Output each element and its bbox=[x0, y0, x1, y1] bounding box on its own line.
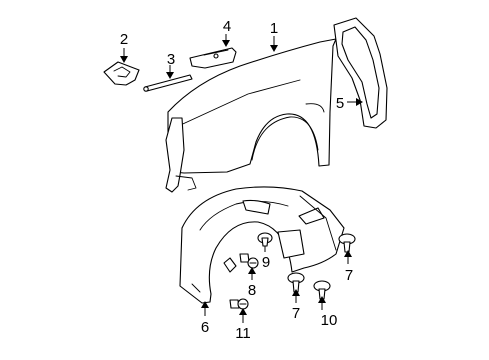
part-6-wheelhouse-liner bbox=[179, 186, 345, 304]
part-9-push-pin bbox=[257, 232, 273, 252]
callout-7-bottom: 7 bbox=[292, 305, 300, 322]
part-4-mounting-bracket bbox=[189, 47, 237, 69]
part-10-retainer bbox=[313, 280, 331, 300]
callout-11: 11 bbox=[235, 325, 251, 342]
leader-lines bbox=[120, 34, 363, 323]
part-7-retainer-right bbox=[338, 233, 356, 253]
part-3-rod bbox=[143, 74, 193, 92]
part-2-bracket-clip bbox=[103, 61, 140, 86]
callout-4: 4 bbox=[223, 18, 231, 35]
part-1-fender bbox=[165, 38, 337, 193]
callout-1: 1 bbox=[270, 20, 278, 37]
part-8-bolt bbox=[239, 253, 259, 269]
callout-10: 10 bbox=[321, 312, 338, 329]
part-5-fender-seal bbox=[333, 17, 388, 129]
callout-6: 6 bbox=[201, 319, 209, 336]
part-7-retainer-bottom bbox=[287, 272, 305, 293]
part-11-bolt bbox=[229, 298, 249, 310]
callout-2: 2 bbox=[120, 31, 128, 48]
callout-3: 3 bbox=[167, 51, 175, 68]
callout-5: 5 bbox=[336, 95, 344, 112]
callout-7-right: 7 bbox=[345, 267, 353, 284]
callout-8: 8 bbox=[248, 282, 256, 299]
callout-9: 9 bbox=[262, 254, 270, 271]
